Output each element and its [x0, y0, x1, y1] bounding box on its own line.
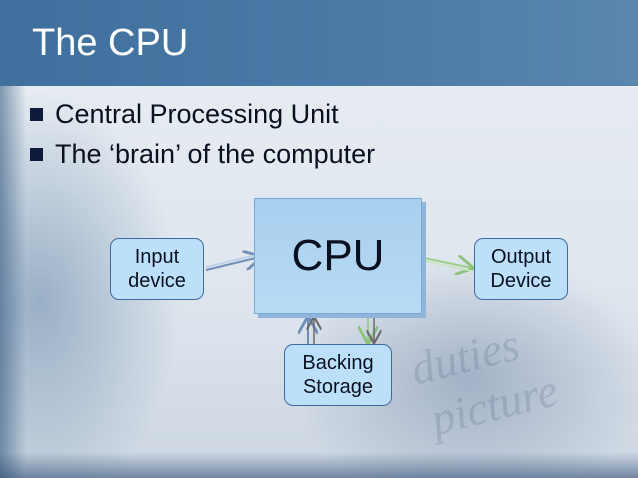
bottom-edge-shading: [0, 452, 638, 478]
cpu-to-output-arrow-shadow: [423, 260, 473, 272]
bullet-item: Central Processing Unit: [30, 94, 375, 134]
output-device-label: Output Device: [490, 246, 552, 292]
left-edge-shading: [0, 86, 26, 478]
cpu-to-output-arrow: [423, 258, 472, 268]
square-bullet-icon: [30, 147, 43, 161]
square-bullet-icon: [30, 107, 43, 121]
bullet-item: The ‘brain’ of the computer: [30, 134, 375, 174]
output-device-node: Output Device: [474, 238, 568, 300]
bullet-text: The ‘brain’ of the computer: [55, 138, 376, 169]
cpu-block: CPU: [254, 198, 422, 314]
input-to-cpu-arrow: [205, 257, 260, 271]
title-bar: The CPU: [0, 0, 638, 86]
input-device-node: Input device: [110, 238, 204, 300]
bullet-list: Central Processing Unit The ‘brain’ of t…: [30, 94, 375, 174]
input-to-cpu-arrow-shadow: [205, 253, 261, 268]
backing-storage-node: Backing Storage: [284, 344, 392, 406]
cpu-label: CPU: [291, 231, 385, 280]
slide-title: The CPU: [32, 22, 189, 64]
input-device-label: Input device: [128, 246, 186, 292]
backing-storage-label: Backing Storage: [302, 352, 374, 398]
bullet-text: Central Processing Unit: [55, 98, 339, 129]
